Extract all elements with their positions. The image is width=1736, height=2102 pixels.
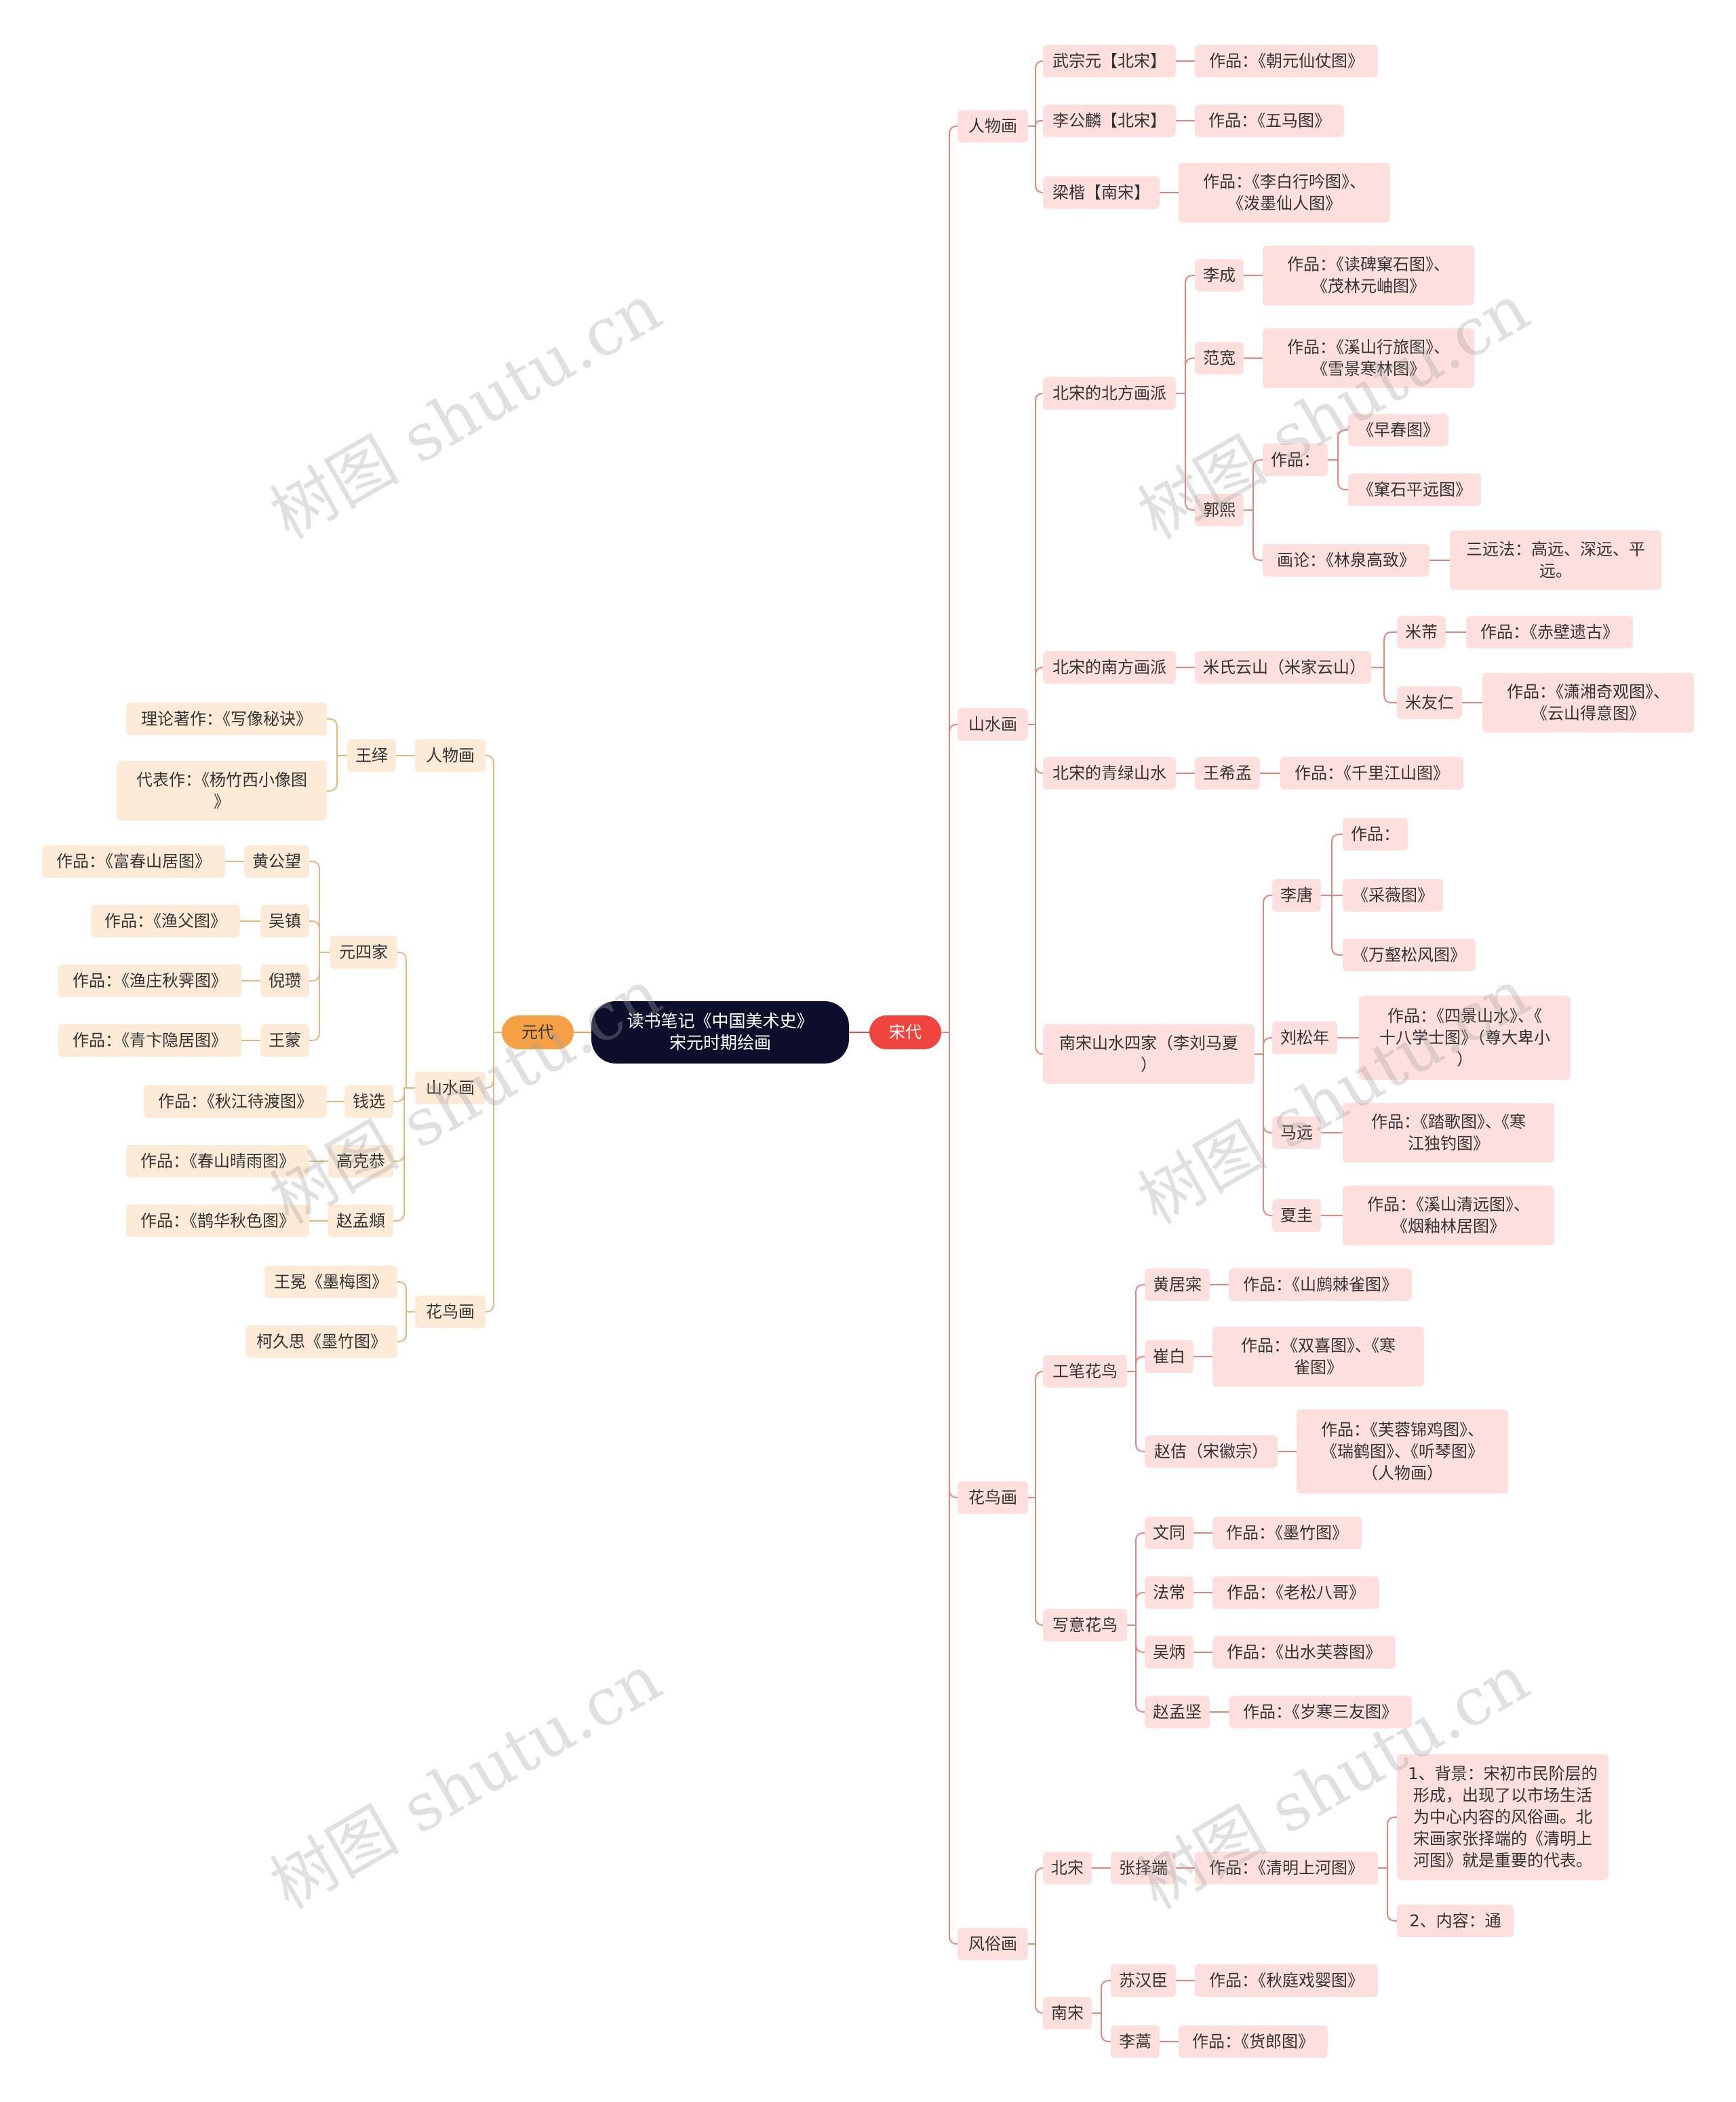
yuan-nizan-work[interactable]: 作品：《渔庄秋霁图》 (58, 965, 241, 997)
song-cuibai[interactable]: 崔白 (1145, 1340, 1194, 1373)
song-wentong[interactable]: 文同 (1145, 1517, 1194, 1549)
yuan-gaokegong[interactable]: 高克恭 (328, 1145, 393, 1177)
yuan-wangmeng[interactable]: 王蒙 (260, 1024, 309, 1057)
song-fengsu-content[interactable]: 2、内容：通 (1397, 1905, 1514, 1937)
song-cuibai-work[interactable]: 作品：《双喜图》、《寒 雀图》 (1212, 1327, 1424, 1386)
song-gongbi[interactable]: 工笔花鸟 (1043, 1355, 1127, 1388)
song-litang[interactable]: 李唐 (1272, 879, 1321, 912)
song-liangkai[interactable]: 梁楷【南宋】 (1043, 176, 1160, 209)
song-mifu-work[interactable]: 作品：《赤壁遗古》 (1466, 616, 1633, 648)
song-huangjucai[interactable]: 黄居寀 (1145, 1268, 1210, 1301)
song-sanyuanfa[interactable]: 三远法：高远、深远、平 远。 (1450, 530, 1661, 590)
yuan-wangmeng-work[interactable]: 作品：《青卞隐居图》 (58, 1024, 241, 1057)
song-liusongnian-work[interactable]: 作品：《四景山水》、《 十八学士图》（尊大卑小 ） (1359, 996, 1571, 1080)
yuan-sijia[interactable]: 元四家 (330, 936, 397, 969)
yuan-kejiusi[interactable]: 柯久思《墨竹图》 (245, 1325, 397, 1358)
song-beisong[interactable]: 北宋 (1043, 1852, 1092, 1884)
yuan-lilunzhuzuo[interactable]: 理论著作：《写像秘诀》 (126, 703, 327, 735)
yuan-gaokegong-work[interactable]: 作品：《春山晴雨图》 (126, 1145, 309, 1177)
song-wentong-work[interactable]: 作品：《墨竹图》 (1212, 1517, 1362, 1549)
song-lisong[interactable]: 李蒿 (1111, 2025, 1160, 2058)
branch-yuan[interactable]: 元代 (502, 1015, 574, 1049)
song-zhangzeduan-work[interactable]: 作品：《清明上河图》 (1195, 1852, 1378, 1884)
song-fankuan-work[interactable]: 作品：《溪山行旅图》、 《雪景寒林图》 (1263, 328, 1474, 388)
yuan-wangyi[interactable]: 王绎 (347, 739, 396, 772)
song-caiweitu[interactable]: 《采薇图》 (1343, 879, 1443, 912)
song-wuzongyuan-work[interactable]: 作品：《朝元仙仗图》 (1195, 45, 1378, 77)
song-wanhesongfengtu[interactable]: 《万壑松风图》 (1343, 939, 1476, 971)
song-zhaomengjian-work[interactable]: 作品：《岁寒三友图》 (1229, 1696, 1412, 1728)
yuan-renwu[interactable]: 人物画 (415, 739, 486, 772)
song-xieyi[interactable]: 写意花鸟 (1043, 1609, 1127, 1641)
song-xiagui[interactable]: 夏圭 (1272, 1199, 1321, 1232)
song-lisong-work[interactable]: 作品：《货郎图》 (1179, 2025, 1328, 2058)
song-huaniao[interactable]: 花鸟画 (958, 1481, 1028, 1514)
song-zaochuntu[interactable]: 《早春图》 (1348, 414, 1448, 446)
yuan-huanggongwang[interactable]: 黄公望 (244, 845, 309, 878)
song-fengsu-background[interactable]: 1、背景：宋初市民阶层的 形成，出现了以市场生活 为中心内容的风俗画。北 宋画家… (1397, 1754, 1609, 1880)
song-wangximeng-work[interactable]: 作品：《千里江山图》 (1280, 757, 1463, 790)
song-litang-works[interactable]: 作品： (1343, 818, 1408, 851)
song-fankuan[interactable]: 范宽 (1195, 342, 1244, 374)
yuan-qianxuan[interactable]: 钱选 (344, 1085, 393, 1118)
branch-song[interactable]: 宋代 (869, 1015, 941, 1049)
song-qinglv[interactable]: 北宋的青绿山水 (1043, 757, 1176, 790)
song-suhanchen-work[interactable]: 作品：《秋庭戏婴图》 (1195, 1964, 1378, 1997)
song-nansong-sijia[interactable]: 南宋山水四家（李刘马夏 ） (1043, 1024, 1255, 1084)
song-renwu[interactable]: 人物画 (958, 110, 1028, 142)
song-fengsu[interactable]: 风俗画 (958, 1928, 1028, 1960)
song-miyouren-work[interactable]: 作品：《潇湘奇观图》、 《云山得意图》 (1482, 673, 1694, 733)
yuan-huanggongwang-work[interactable]: 作品：《富春山居图》 (42, 845, 225, 878)
song-nansong[interactable]: 南宋 (1043, 1997, 1092, 2029)
song-suhanchen[interactable]: 苏汉臣 (1111, 1964, 1176, 1997)
song-zhangzeduan[interactable]: 张择端 (1111, 1852, 1176, 1884)
yuan-shanshui[interactable]: 山水画 (415, 1072, 486, 1104)
song-guoxi[interactable]: 郭熙 (1195, 494, 1244, 526)
song-miyouren[interactable]: 米友仁 (1397, 686, 1462, 719)
song-liusongnian[interactable]: 刘松年 (1272, 1021, 1337, 1054)
yuan-nizan[interactable]: 倪瓒 (260, 965, 309, 997)
yuan-zhaomengfu-work[interactable]: 作品：《鹊华秋色图》 (126, 1205, 309, 1237)
song-wubing[interactable]: 吴炳 (1145, 1636, 1194, 1669)
song-zhaoji-work[interactable]: 作品：《芙蓉锦鸡图》、 《瑞鹤图》、《听琴图》 （人物画） (1297, 1409, 1508, 1494)
song-xiagui-work[interactable]: 作品：《溪山清远图》、 《烟釉林居图》 (1343, 1186, 1554, 1245)
song-liangkai-work[interactable]: 作品：《李白行吟图》、 《泼墨仙人图》 (1179, 163, 1390, 222)
song-beifang[interactable]: 北宋的北方画派 (1043, 377, 1176, 410)
song-licheng[interactable]: 李成 (1195, 259, 1244, 292)
song-mayuan-work[interactable]: 作品：《踏歌图》、《寒 江独钓图》 (1343, 1103, 1554, 1163)
song-ligonglin-work[interactable]: 作品：《五马图》 (1195, 104, 1344, 137)
song-mayuan[interactable]: 马远 (1272, 1116, 1321, 1149)
song-guoxi-theory[interactable]: 画论：《林泉高致》 (1263, 544, 1429, 577)
song-guoxi-works[interactable]: 作品： (1263, 444, 1328, 476)
song-shanshui[interactable]: 山水画 (958, 708, 1028, 741)
song-mishiyunshan[interactable]: 米氏云山（米家云山） (1195, 651, 1371, 684)
song-zhaomengjian[interactable]: 赵孟坚 (1145, 1696, 1210, 1728)
song-fachang-work[interactable]: 作品：《老松八哥》 (1212, 1576, 1379, 1609)
yuan-daibiaozuo[interactable]: 代表作：《杨竹西小像图 》 (117, 761, 327, 821)
song-fachang[interactable]: 法常 (1145, 1576, 1194, 1609)
yuan-zhaomengfu[interactable]: 赵孟頫 (328, 1205, 393, 1237)
song-nanfang[interactable]: 北宋的南方画派 (1043, 651, 1176, 684)
song-mifu[interactable]: 米芾 (1397, 616, 1446, 648)
song-keshipingyuantu[interactable]: 《窠石平远图》 (1348, 473, 1481, 506)
root-topic[interactable]: 读书笔记《中国美术史》 宋元时期绘画 (591, 1001, 849, 1064)
yuan-qianxuan-work[interactable]: 作品：《秋江待渡图》 (144, 1085, 327, 1118)
song-wuzongyuan[interactable]: 武宗元【北宋】 (1043, 45, 1176, 77)
yuan-wuzhen[interactable]: 吴镇 (260, 905, 309, 937)
yuan-huaniao[interactable]: 花鸟画 (415, 1296, 486, 1328)
song-wubing-work[interactable]: 作品：《出水芙蓉图》 (1212, 1636, 1396, 1669)
song-ligonglin[interactable]: 李公麟【北宋】 (1043, 104, 1176, 137)
song-wangximeng[interactable]: 王希孟 (1195, 757, 1260, 790)
yuan-wuzhen-work[interactable]: 作品：《渔父图》 (91, 905, 240, 937)
song-zhaoji[interactable]: 赵佶（宋徽宗） (1145, 1435, 1278, 1468)
yuan-wangmian[interactable]: 王冕《墨梅图》 (264, 1266, 397, 1298)
song-huangjucai-work[interactable]: 作品：《山鹧棘雀图》 (1229, 1268, 1412, 1301)
song-licheng-work[interactable]: 作品：《读碑窠石图》、 《茂林元岫图》 (1263, 246, 1474, 305)
